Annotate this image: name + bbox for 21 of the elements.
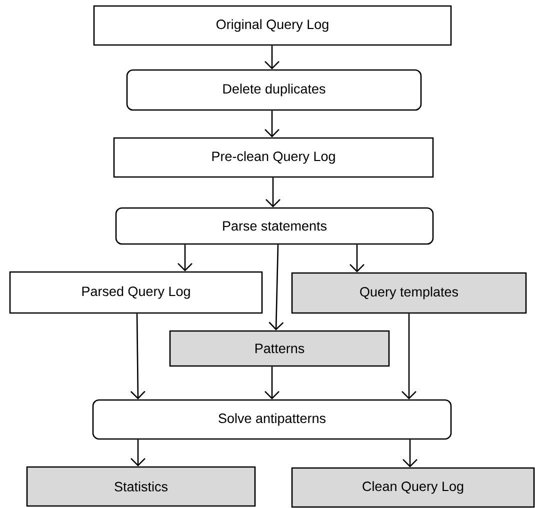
arrow [402,314,416,400]
arrow [266,178,280,208]
arrow [264,110,280,138]
process-box: Solve antipatterns [92,399,452,440]
data-box: Original Query Log [93,5,452,46]
arrow [130,314,146,400]
arrow [350,244,364,272]
data-box: Pre-clean Query Log [113,137,434,178]
output-box: Clean Query Log [291,467,535,508]
process-box: Delete duplicates [126,69,422,111]
arrow [264,46,280,70]
arrow [264,366,280,400]
output-box: Query templates [291,272,527,314]
arrow [268,244,284,330]
output-box: Statistics [26,466,256,507]
data-box: Parsed Query Log [9,271,263,314]
arrow [402,440,418,468]
arrow [130,440,146,466]
output-box: Patterns [169,330,390,367]
arrow [178,244,192,272]
process-box: Parse statements [115,207,434,245]
